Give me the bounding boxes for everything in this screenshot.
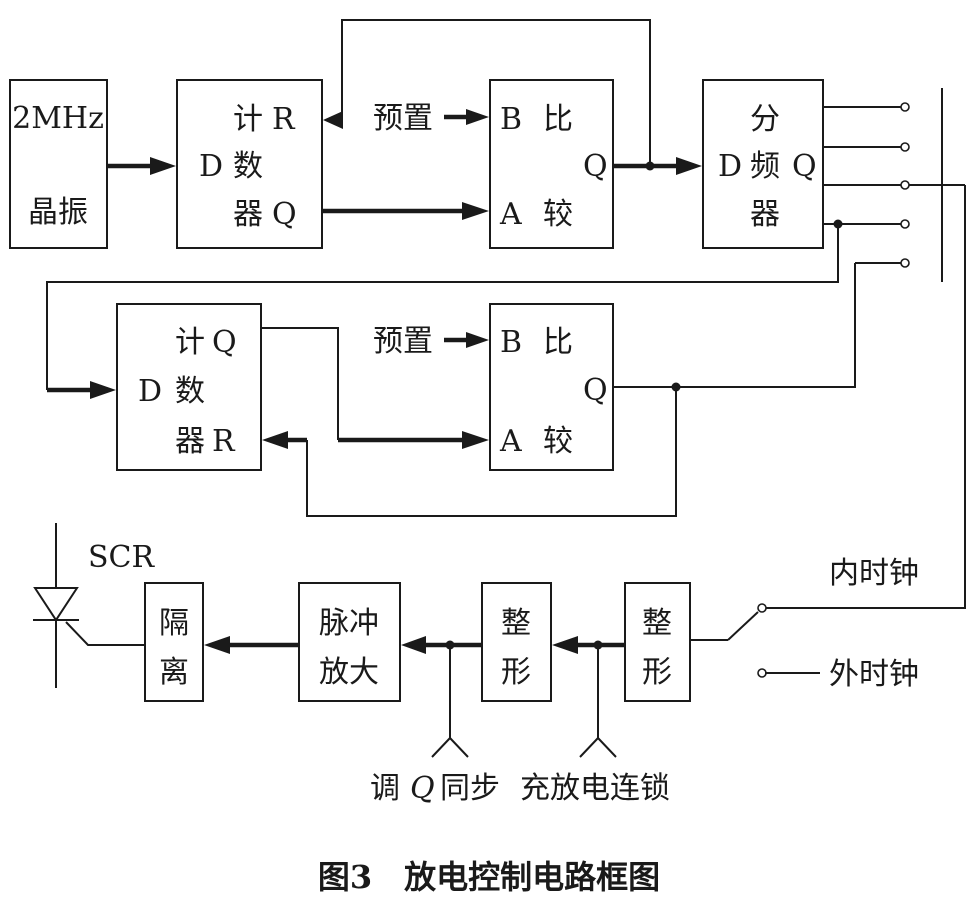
- shaper1-block: [481, 582, 552, 702]
- arrow-into-counter2: [90, 381, 116, 399]
- comparator2-block: [489, 303, 614, 471]
- tap-terminal-3: [900, 180, 910, 190]
- internal-clock-terminal: [757, 603, 767, 613]
- compare1-a-pin: A: [499, 197, 522, 232]
- arrow-into-compare2-a: [462, 431, 489, 449]
- internal-clock-label: 内时钟: [829, 556, 919, 591]
- shaper1-line1: 整: [501, 606, 531, 641]
- counter2-q-pin: Q: [212, 325, 237, 360]
- external-clock-label: 外时钟: [829, 657, 919, 692]
- qsync-q: Q: [410, 771, 435, 806]
- interlock-label: 充放电连锁: [520, 771, 670, 806]
- counter1-row3: 器: [233, 197, 263, 232]
- arrow-into-counter2-reset: [262, 431, 288, 449]
- arrow-into-compare2-b: [466, 332, 489, 348]
- clock-select-switch[interactable]: [727, 611, 759, 641]
- arrow-into-shaper1: [552, 636, 578, 654]
- arrow-into-compare1-b: [466, 109, 489, 125]
- counter1-row1: 计: [233, 102, 263, 137]
- tap-terminal-4: [900, 219, 910, 229]
- preset2-label: 预置: [373, 324, 433, 359]
- junction-dot: [833, 219, 843, 229]
- internal-clock-wire: [765, 185, 966, 609]
- external-clock-terminal: [757, 668, 767, 678]
- divider-block: [702, 79, 824, 249]
- arrow-into-isolation: [204, 636, 230, 654]
- counter2-row2: 数: [175, 374, 205, 409]
- counter1-reset-pin: R: [272, 102, 296, 137]
- osc-name-label: 晶振: [28, 195, 88, 230]
- divider-row2: 频: [750, 149, 780, 184]
- junction-dot: [645, 161, 655, 171]
- compare1-q-pin: Q: [583, 149, 608, 184]
- shaper2-block: [624, 582, 691, 702]
- tap-terminal-1: [900, 102, 910, 112]
- scr-label: SCR: [88, 540, 156, 575]
- arrow-into-pulse-amp: [401, 636, 426, 654]
- compare2-a-pin: A: [499, 424, 522, 459]
- divider-row1: 分: [750, 102, 780, 137]
- interlock-input-symbol: [579, 736, 617, 758]
- compare2-word2: 较: [543, 424, 573, 459]
- arrow-into-counter1: [150, 157, 176, 175]
- arrow-into-compare1-a: [462, 202, 489, 220]
- counter2-row1: 计: [175, 325, 205, 360]
- osc-freq-label: 2MHz: [12, 101, 104, 136]
- gate-wire: [65, 621, 145, 646]
- compare2-output-wire: [613, 263, 856, 388]
- pulse-amp-line2: 放大: [319, 655, 379, 690]
- counter1-block: [176, 79, 323, 249]
- comparator1-block: [489, 79, 614, 249]
- compare1-reset-feedback-wire: [341, 19, 651, 166]
- scr-symbol: [33, 587, 79, 622]
- tap-terminal-2: [900, 142, 910, 152]
- compare1-word2: 较: [543, 197, 573, 232]
- counter2-reset-pin: R: [212, 424, 236, 459]
- counter2-row3: 器: [175, 424, 205, 459]
- divider-d-pin: D: [718, 149, 742, 184]
- tap-terminal-5: [900, 258, 910, 268]
- counter1-q-pin: Q: [272, 197, 297, 232]
- preset1-label: 预置: [373, 101, 433, 136]
- counter2-d-pin: D: [138, 374, 162, 409]
- qsync-prefix: 调: [370, 771, 400, 806]
- compare1-b-pin: B: [500, 102, 522, 137]
- compare1-word1: 比: [543, 102, 573, 137]
- divider-to-counter2-wire: [46, 224, 839, 390]
- isolation-block: [144, 582, 204, 702]
- divider-row3: 器: [750, 197, 780, 232]
- arrow-into-divider: [676, 157, 702, 175]
- shaper2-line1: 整: [642, 606, 672, 641]
- figure-caption: 图3 放电控制电路框图: [318, 858, 660, 896]
- pulse-amp-block: [298, 582, 401, 702]
- counter2-q-route: [261, 327, 339, 440]
- qsync-input-symbol: [431, 736, 469, 758]
- shaper1-line2: 形: [501, 655, 531, 690]
- compare2-b-pin: B: [500, 325, 522, 360]
- isolation-line1: 隔: [159, 606, 189, 641]
- oscillator-block: [9, 79, 108, 249]
- arrow-into-counter1-reset: [323, 111, 343, 129]
- compare2-word1: 比: [543, 325, 573, 360]
- isolation-line2: 离: [159, 655, 189, 690]
- counter2-block: [116, 303, 262, 471]
- compare2-reset-feedback-wire: [306, 387, 677, 517]
- pulse-amp-line1: 脉冲: [319, 606, 379, 641]
- compare2-q-pin: Q: [583, 373, 608, 408]
- counter1-row2: 数: [233, 149, 263, 184]
- shaper2-line2: 形: [642, 655, 672, 690]
- divider-q-pin: Q: [792, 149, 817, 184]
- counter1-d-pin: D: [199, 149, 223, 184]
- qsync-suffix: 同步: [440, 771, 500, 806]
